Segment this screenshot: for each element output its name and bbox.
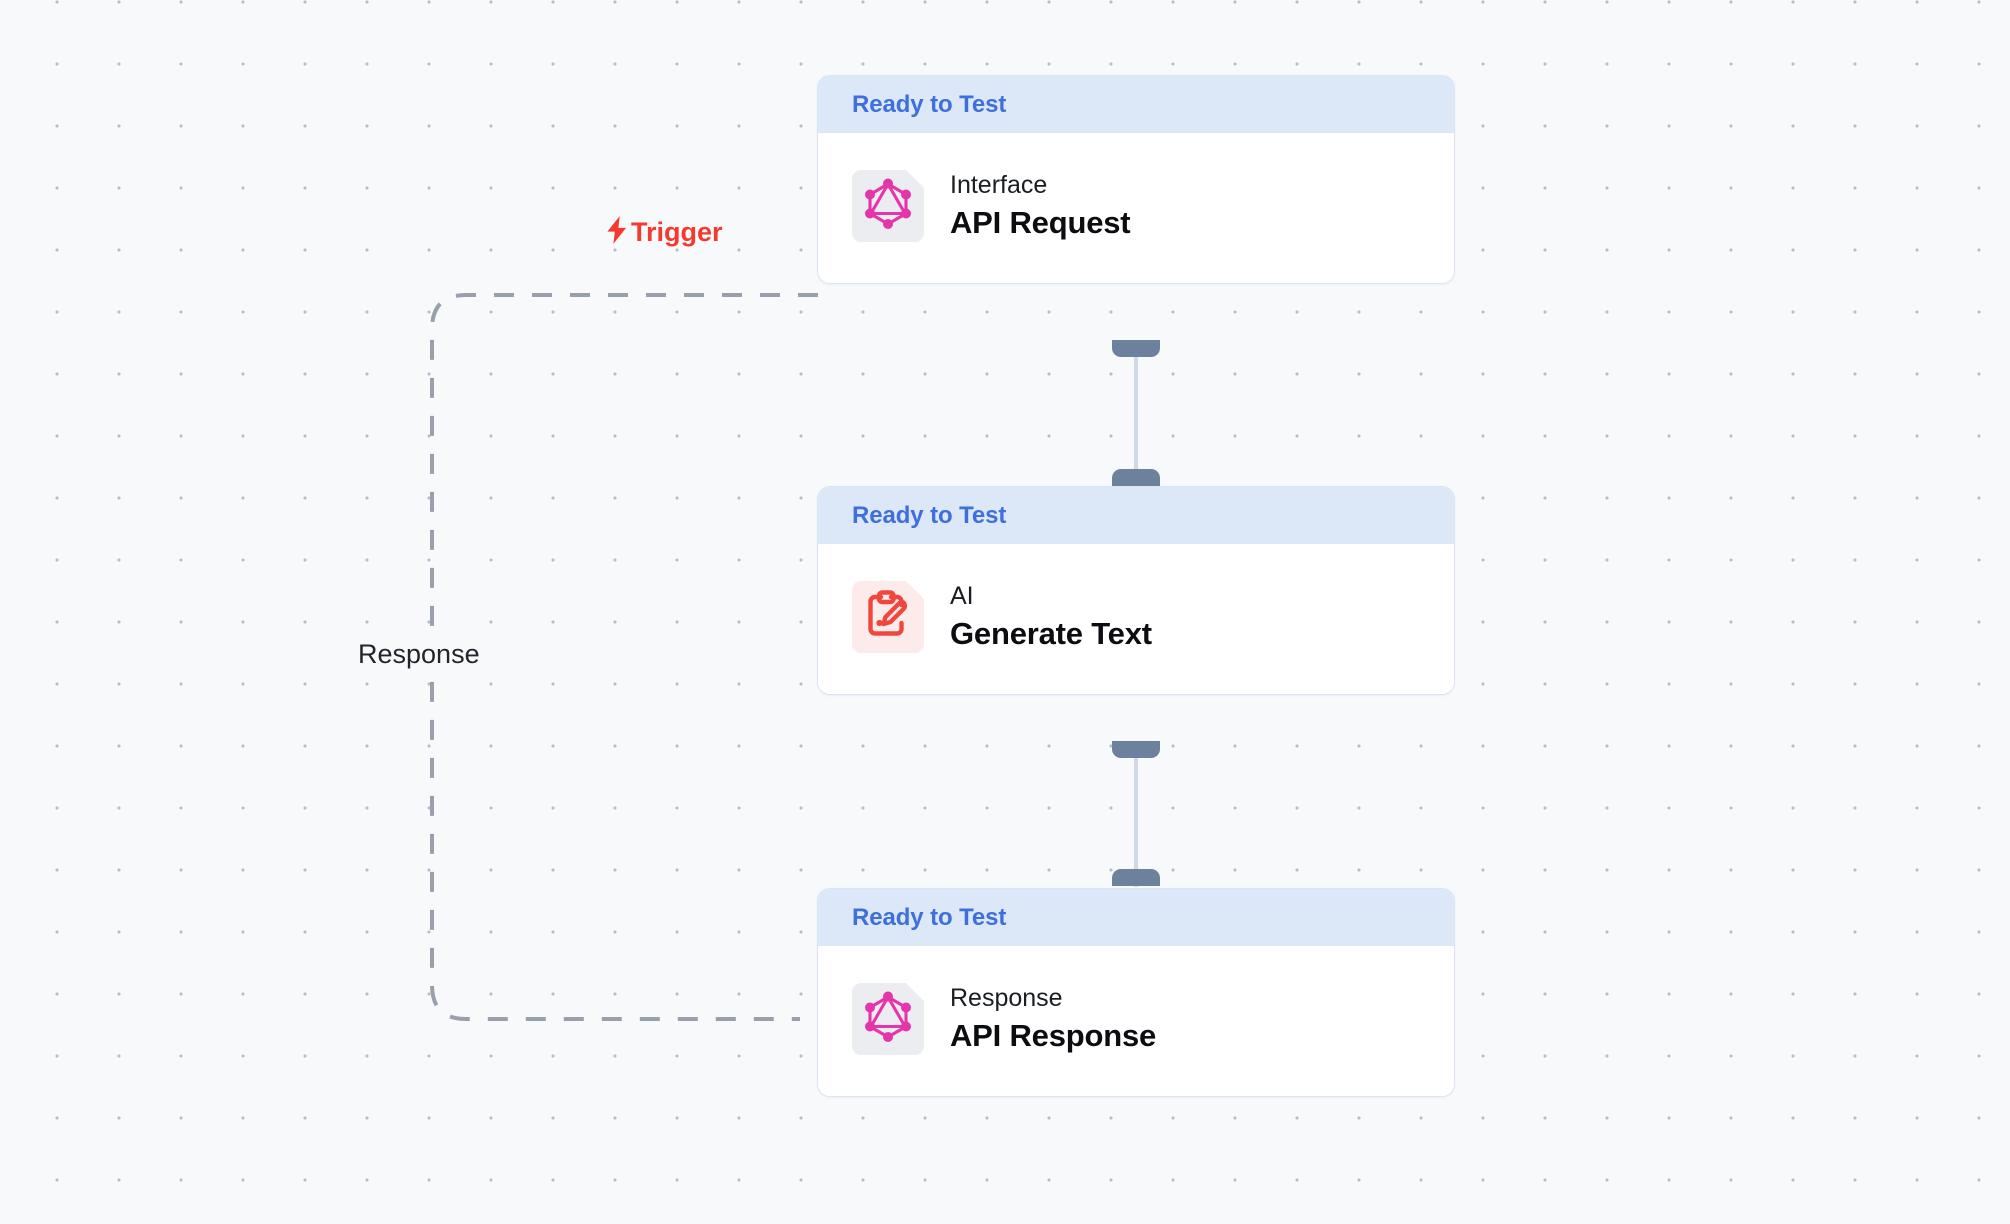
edge-label-trigger-text: Trigger (631, 217, 723, 247)
edge-label-trigger[interactable]: Trigger (604, 215, 723, 250)
clipboard-pencil-icon (864, 589, 912, 646)
node-kind: AI (950, 582, 974, 611)
node-title: API Response (950, 1018, 1157, 1054)
node-icon-tile (852, 983, 924, 1055)
node-title: API Request (950, 205, 1131, 241)
node-body-generate-text: AI Generate Text (818, 544, 1454, 694)
node-kind: Response (950, 984, 1063, 1013)
node-generate-text[interactable]: Ready to Test (817, 486, 1455, 695)
edge-label-response[interactable]: Response (349, 635, 489, 674)
node-header-generate-text: Ready to Test (818, 487, 1454, 544)
lightning-bolt-icon (604, 215, 630, 250)
status-badge: Ready to Test (852, 91, 1007, 118)
handle-out-generate-text[interactable] (1112, 741, 1160, 758)
node-text-generate-text: AI Generate Text (950, 583, 1152, 651)
status-badge: Ready to Test (852, 502, 1007, 529)
node-body-api-response: Response API Response (818, 946, 1454, 1096)
edge-trigger-path (430, 293, 818, 1021)
status-badge: Ready to Test (852, 904, 1007, 931)
node-text-api-response: Response API Response (950, 985, 1156, 1053)
node-header-api-request: Ready to Test (818, 76, 1454, 133)
node-title: Generate Text (950, 616, 1152, 652)
node-icon-tile (852, 581, 924, 653)
graphql-icon (863, 176, 913, 237)
node-icon-tile (852, 170, 924, 242)
node-api-response[interactable]: Ready to Test (817, 888, 1455, 1097)
node-api-request[interactable]: Ready to Test (817, 75, 1455, 284)
node-kind: Interface (950, 171, 1048, 200)
handle-in-api-response[interactable] (1112, 869, 1160, 886)
graphql-icon (863, 989, 913, 1050)
node-text-api-request: Interface API Request (950, 171, 1131, 241)
handle-in-generate-text[interactable] (1112, 469, 1160, 486)
handle-out-api-request[interactable] (1112, 340, 1160, 357)
node-header-api-response: Ready to Test (818, 889, 1454, 946)
node-body-api-request: Interface API Request (818, 133, 1454, 283)
